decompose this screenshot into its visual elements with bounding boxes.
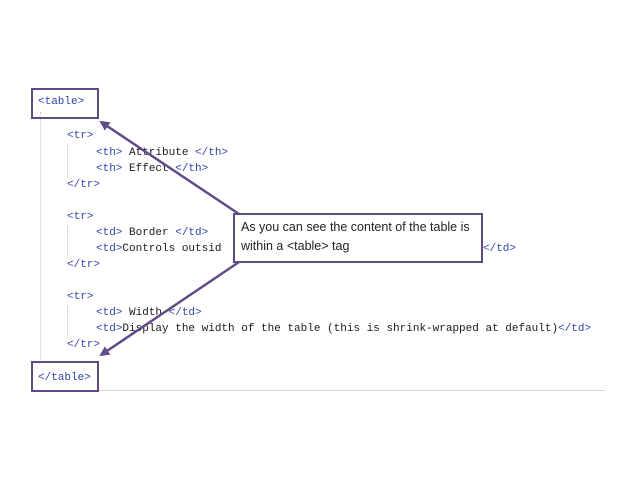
indent-guide xyxy=(67,226,68,258)
code-line-tr-close: </tr> xyxy=(67,259,101,271)
indent-guide xyxy=(67,306,68,338)
highlight-box-table-open xyxy=(31,88,99,119)
indent-guide xyxy=(40,112,41,362)
callout-box: As you can see the content of the table … xyxy=(233,213,483,263)
code-line-th: <th> Effect </th> xyxy=(96,163,209,175)
code-line-tr-open: <tr> xyxy=(67,130,94,142)
code-line-table-open: <table> xyxy=(38,96,85,108)
code-line-tr-open: <tr> xyxy=(67,291,94,303)
code-line-tr-open: <tr> xyxy=(67,211,94,223)
code-line-tr-close: </tr> xyxy=(67,339,101,351)
code-line-td: <td>Display the width of the table (this… xyxy=(96,323,592,335)
code-line-table-close: </table> xyxy=(38,372,91,384)
arrow-to-table-close xyxy=(99,256,246,357)
indent-guide xyxy=(67,145,68,177)
code-line-td-close: </td> xyxy=(483,243,517,255)
code-line-td: <td>Controls outsid xyxy=(96,243,222,255)
code-line-tr-close: </tr> xyxy=(67,179,101,191)
callout-text: As you can see the content of the table … xyxy=(241,220,470,253)
arrow-to-table-open xyxy=(99,120,246,220)
code-line-td: <td> Width </td> xyxy=(96,307,202,319)
code-line-td: <td> Border </td> xyxy=(96,227,209,239)
highlight-box-table-close xyxy=(31,361,99,392)
